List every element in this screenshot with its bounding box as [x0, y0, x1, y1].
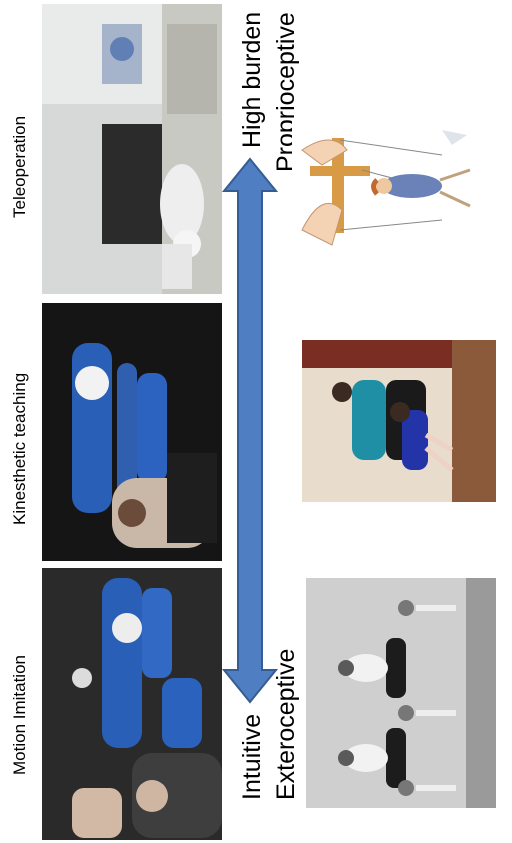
- panel-label-motion-imitation: Motion Imitation: [10, 655, 29, 775]
- label-high-burden: High burden: [238, 11, 266, 148]
- panel-label-teleoperation: Teleoperation: [10, 115, 29, 218]
- ballet-lesson-photo: [302, 340, 496, 502]
- panel-label-kinesthetic: Kinesthetic teaching: [10, 372, 29, 525]
- motion-imitation-photo: [42, 568, 222, 840]
- label-exteroceptive: Exteroceptive: [272, 648, 300, 800]
- arrow-shape: [222, 157, 278, 704]
- kinesthetic-teaching-photo: [42, 303, 222, 561]
- burden-intuitive-arrow: [222, 157, 278, 704]
- puppet-illustration: [292, 120, 480, 250]
- label-intuitive: Intuitive: [238, 713, 266, 800]
- ballet-class-photo: [306, 578, 496, 808]
- teleoperation-photo: [42, 4, 222, 294]
